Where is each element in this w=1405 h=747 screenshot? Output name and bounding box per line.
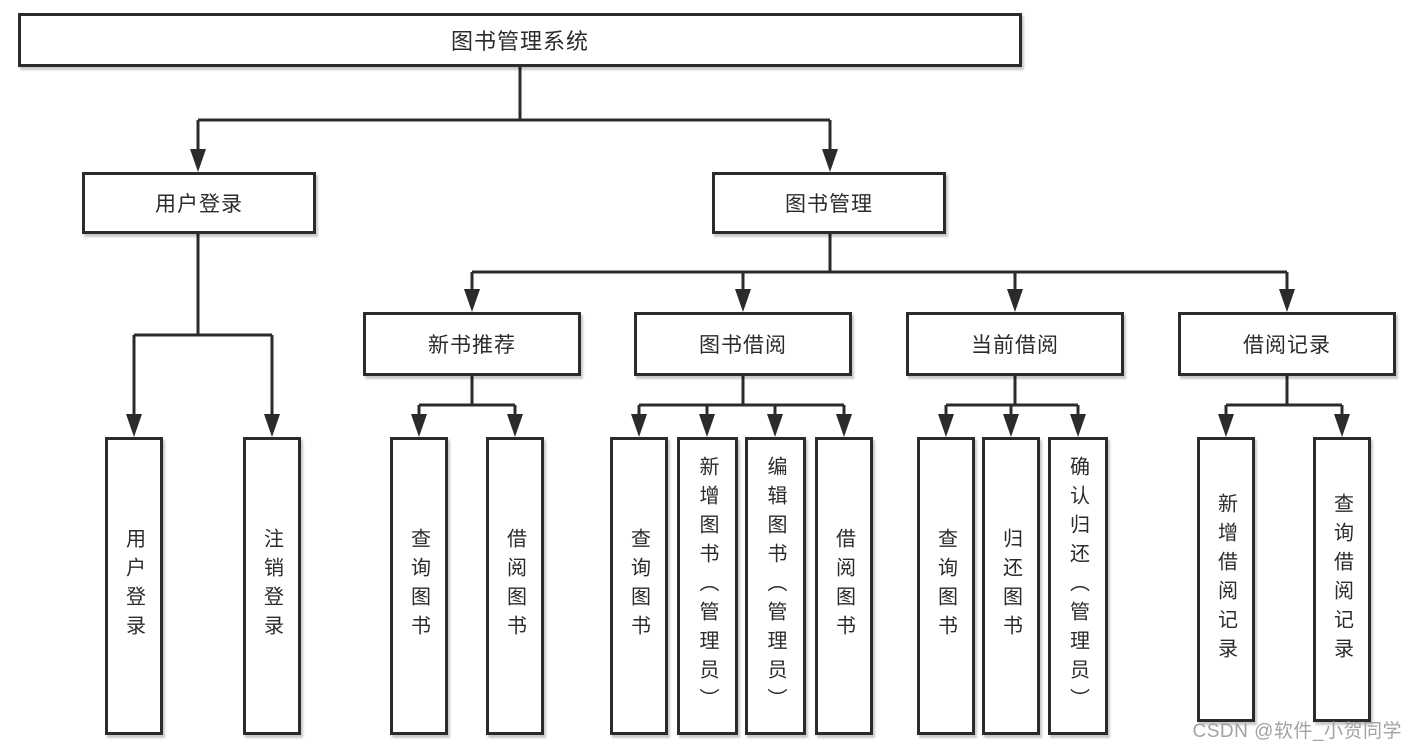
node-library-management-system: 图书管理系统 — [18, 13, 1022, 67]
leaf-query-books-recommend: 查询图书 — [390, 437, 448, 735]
leaf-return-books: 归还图书 — [982, 437, 1040, 735]
tree-edges — [132, 67, 1344, 420]
node-label: 借阅图书 — [832, 528, 855, 644]
node-borrowing-records: 借阅记录 — [1178, 312, 1396, 376]
node-current-borrowing: 当前借阅 — [906, 312, 1124, 376]
node-label: 编辑图书（管理员） — [764, 455, 786, 717]
arrowheads — [126, 149, 1350, 437]
node-label: 查询图书 — [407, 528, 430, 644]
node-label: 用户登录 — [155, 193, 243, 216]
node-book-management: 图书管理 — [712, 172, 946, 234]
node-label: 图书借阅 — [699, 334, 787, 357]
node-label: 查询图书 — [934, 528, 957, 644]
node-label: 查询借阅记录 — [1330, 492, 1353, 667]
node-label: 注销登录 — [260, 528, 283, 644]
node-label: 借阅记录 — [1243, 334, 1331, 357]
node-label: 图书管理 — [785, 193, 873, 216]
node-label: 新书推荐 — [428, 334, 516, 357]
leaf-confirm-return-admin: 确认归还（管理员） — [1048, 437, 1108, 735]
leaf-add-books-admin: 新增图书（管理员） — [677, 437, 738, 735]
node-label: 归还图书 — [999, 528, 1022, 644]
node-label: 用户登录 — [122, 528, 145, 644]
leaf-query-borrow-record: 查询借阅记录 — [1313, 437, 1371, 722]
leaf-query-books-borrowing: 查询图书 — [610, 437, 668, 735]
node-label: 新增借阅记录 — [1214, 492, 1237, 667]
leaf-borrow-books-recommend: 借阅图书 — [486, 437, 544, 735]
node-label: 确认归还（管理员） — [1066, 455, 1089, 717]
node-book-borrowing: 图书借阅 — [634, 312, 852, 376]
leaf-user-login: 用户登录 — [105, 437, 163, 735]
node-label: 借阅图书 — [503, 528, 526, 644]
leaf-borrow-books-borrowing: 借阅图书 — [815, 437, 873, 735]
watermark-text: CSDN @软件_小贺同学 — [1192, 721, 1402, 742]
node-label: 图书管理系统 — [450, 29, 589, 54]
node-label: 新增图书（管理员） — [696, 455, 718, 717]
leaf-logout-login: 注销登录 — [243, 437, 301, 735]
node-new-book-recommend: 新书推荐 — [363, 312, 581, 376]
leaf-add-borrow-record: 新增借阅记录 — [1197, 437, 1255, 722]
node-label: 查询图书 — [627, 528, 650, 644]
node-user-login: 用户登录 — [82, 172, 316, 234]
node-label: 当前借阅 — [971, 334, 1059, 357]
leaf-edit-books-admin: 编辑图书（管理员） — [745, 437, 806, 735]
leaf-query-books-current: 查询图书 — [917, 437, 975, 735]
